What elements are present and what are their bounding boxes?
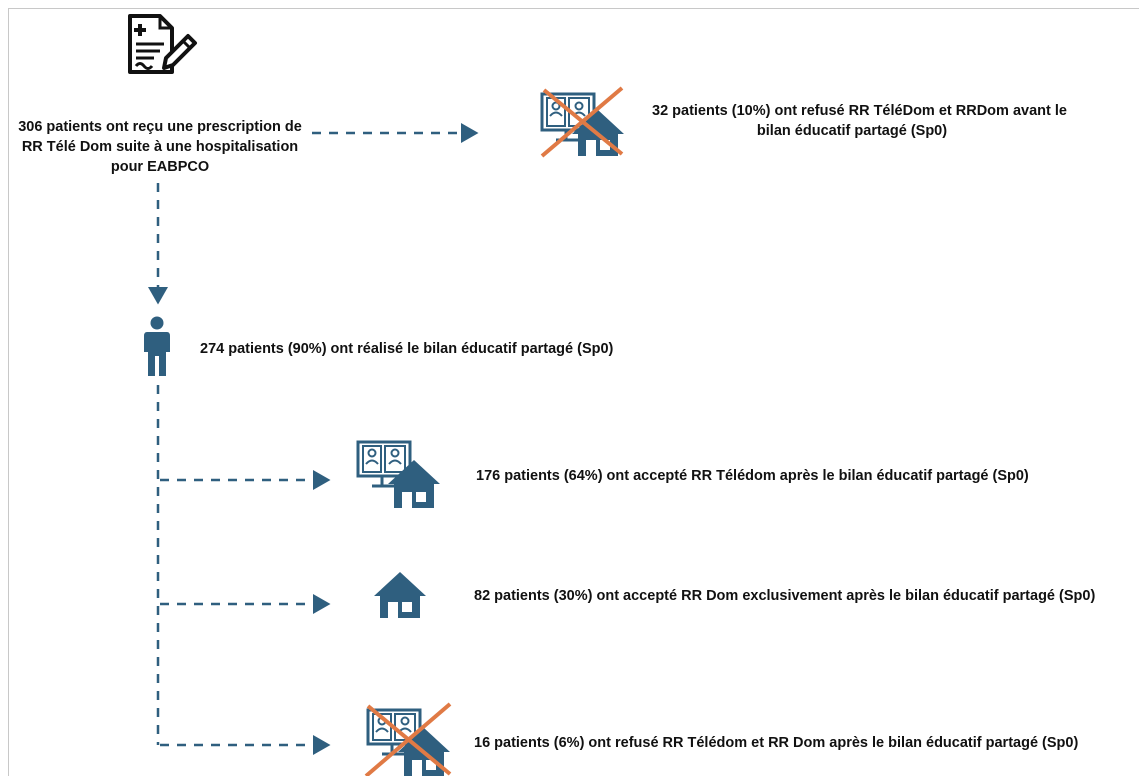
prescription-document-icon [128, 14, 197, 74]
bilan-done-text: 274 patients (90%) ont réalisé le bilan … [200, 341, 614, 357]
refused-before-text: 32 patients (10%) ont refusé RR TéléDom … [652, 101, 1112, 141]
refused-after-text: 16 patients (6%) ont refusé RR Télédom e… [474, 735, 1079, 751]
accepted-teledom-text: 176 patients (64%) ont accepté RR Télédo… [476, 468, 1029, 484]
refused-before-line1: 32 patients (10%) ont refusé RR TéléDom … [652, 103, 1067, 119]
refused-cross-icon [540, 86, 624, 158]
home-icon [374, 572, 426, 618]
accepted-dom-text: 82 patients (30%) ont accepté RR Dom exc… [474, 588, 1096, 604]
start-node-text: 306 patients ont reçu une prescription d… [18, 119, 302, 175]
teleconsultation-home-icon [356, 440, 440, 508]
refused-before-line2: bilan éducatif partagé (Sp0) [756, 123, 948, 139]
refused-after-icon [364, 702, 452, 776]
diagram-frame [8, 8, 1139, 776]
person-icon [144, 316, 170, 376]
